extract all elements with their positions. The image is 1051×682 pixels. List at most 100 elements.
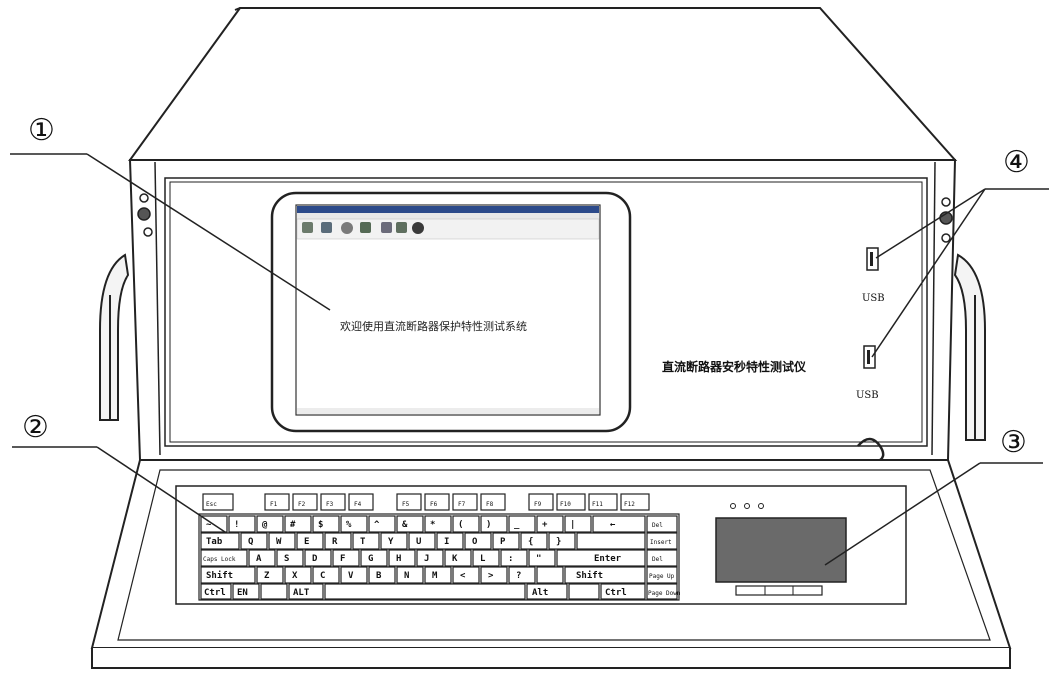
key-plus: +	[542, 520, 548, 530]
key-en: EN	[237, 588, 248, 598]
key-colon: :	[508, 554, 513, 564]
key-z: Z	[264, 571, 270, 581]
key-a: A	[256, 554, 262, 564]
key-f6: F6	[430, 501, 438, 508]
key-3: #	[290, 520, 296, 530]
key-page-down: Page Down	[648, 590, 681, 597]
key-insert: Insert	[650, 539, 672, 546]
key-e: E	[304, 537, 309, 547]
key-del-top: Del	[652, 522, 663, 529]
software-window: 欢迎使用直流断路器保护特性测试系统	[296, 206, 600, 414]
key-s: S	[284, 554, 289, 564]
key-g: G	[368, 554, 373, 564]
key-7: &	[402, 520, 408, 530]
key-del-side: Del	[652, 556, 663, 563]
callout-1: ①	[28, 113, 55, 148]
key-j: J	[424, 554, 429, 564]
key-x: X	[292, 571, 298, 581]
key-t: T	[360, 537, 366, 547]
key-f12: F12	[624, 501, 635, 508]
panel-title: 直流断路器安秒特性测试仪	[662, 359, 807, 374]
display-bezel	[270, 191, 632, 433]
keys-row-4	[200, 566, 678, 584]
case-top	[128, 7, 958, 161]
touchpad	[715, 503, 847, 596]
keys-row-5	[200, 583, 678, 600]
key-capslock: Caps Lock	[203, 556, 236, 563]
key-page-up: Page Up	[649, 573, 675, 580]
key-v: V	[348, 571, 354, 581]
key-l: L	[480, 554, 486, 564]
key-shift-left: Shift	[206, 570, 233, 581]
key-8: *	[430, 520, 435, 530]
key-5: %	[346, 520, 352, 530]
key-6: ^	[374, 520, 380, 530]
key-m: M	[432, 571, 438, 581]
key-y: Y	[388, 537, 394, 547]
key-k: K	[452, 554, 458, 564]
key-question: ?	[516, 571, 521, 581]
key-esc: Esc	[206, 501, 217, 508]
key-d: D	[312, 554, 318, 564]
key-1: !	[234, 520, 239, 530]
keyboard	[198, 493, 680, 601]
key-c: C	[320, 571, 325, 581]
key-2: @	[262, 520, 268, 530]
key-h: H	[396, 554, 401, 564]
key-4: $	[318, 520, 323, 530]
key-f11: F11	[592, 501, 603, 508]
key-tab: Tab	[206, 537, 223, 547]
key-backspace: ←	[610, 520, 616, 530]
key-n: N	[404, 571, 409, 581]
handle-left	[99, 253, 130, 421]
key-0: )	[486, 520, 491, 530]
key-f3: F3	[326, 501, 334, 508]
key-f5: F5	[402, 501, 410, 508]
key-f8: F8	[486, 501, 494, 508]
keys-row-1	[200, 515, 678, 533]
callout-4: ④	[1003, 145, 1030, 180]
key-enter: Enter	[594, 554, 622, 564]
callout-2: ②	[22, 410, 49, 445]
key-f2: F2	[298, 501, 306, 508]
key-f1: F1	[270, 501, 278, 508]
key-f7: F7	[458, 501, 466, 508]
toolbar-icons	[302, 222, 424, 234]
key-ctrl-right: Ctrl	[605, 588, 627, 598]
frame-screws-right	[939, 197, 953, 243]
key-ctrl-left: Ctrl	[204, 588, 226, 598]
key-tilde: ~	[206, 520, 212, 530]
key-pipe: |	[570, 520, 575, 530]
frame-screws-left	[137, 193, 153, 237]
usb-label-top: USB	[862, 293, 885, 304]
key-i: I	[444, 537, 449, 547]
usb-port-top	[866, 247, 879, 271]
key-alt-left: ALT	[293, 588, 310, 598]
usb-port-bottom	[863, 345, 876, 369]
key-gt: >	[488, 571, 494, 581]
handle-right	[953, 253, 986, 441]
key-shift-right: Shift	[576, 570, 603, 581]
key-quote: "	[536, 554, 541, 564]
key-q: Q	[248, 537, 254, 547]
key-9: (	[458, 520, 463, 530]
key-r: R	[332, 537, 338, 547]
screen-welcome-text: 欢迎使用直流断路器保护特性测试系统	[340, 319, 527, 333]
key-brace-close: }	[556, 537, 561, 547]
callout-3: ③	[1000, 425, 1027, 460]
key-b: B	[376, 571, 382, 581]
callout-leaders	[10, 153, 1049, 566]
key-f10: F10	[560, 501, 571, 508]
key-f9: F9	[534, 501, 542, 508]
key-minus: _	[514, 520, 520, 530]
key-o: O	[472, 537, 478, 547]
key-p: P	[500, 537, 506, 547]
keys-row-3	[200, 549, 678, 567]
usb-label-bottom: USB	[856, 390, 879, 401]
key-alt-right: Alt	[532, 588, 548, 598]
key-brace-open: {	[528, 537, 533, 547]
key-f4: F4	[354, 501, 362, 508]
key-labels: Esc F1 F2 F3 F4 F5 F6 F7 F8 F9 F10 F11 F…	[203, 501, 681, 598]
keys-row-2	[200, 532, 678, 550]
key-f: F	[340, 554, 345, 564]
